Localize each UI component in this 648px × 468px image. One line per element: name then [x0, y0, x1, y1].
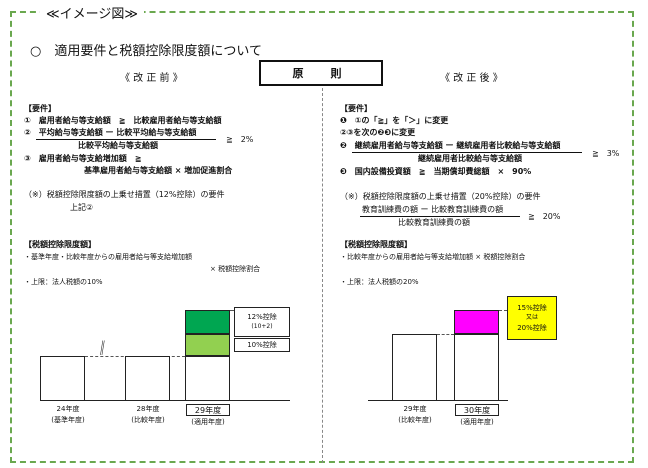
left-year-29-role: (適用年度) [191, 418, 225, 426]
left-bar-29-10pct [185, 334, 230, 356]
left-req2-fraction-line [36, 139, 216, 140]
right-req3-denominator: 継続雇用者比較給与等支給額 [418, 154, 522, 163]
right-req2: ②③を次の❷❸に変更 [340, 128, 416, 137]
left-limit1b: × 税額控除割合 [210, 265, 261, 273]
right-bar-30-base [454, 334, 499, 401]
left-year-28: 28年度 [136, 405, 160, 413]
left-limit1: ・基準年度・比較年度からの雇用者給与等支給増加額 [24, 253, 192, 261]
right-note-denominator: 比較教育訓練費の額 [398, 218, 470, 227]
left-year-24-role: (基準年度) [51, 416, 85, 424]
label-15-20pct: 15%控除 又は 20%控除 [507, 296, 557, 340]
right-note-fraction-line [360, 216, 520, 217]
left-label-guide-12 [230, 310, 234, 311]
left-bar-29-base [185, 356, 230, 401]
right-bar-29 [392, 334, 437, 401]
right-req-head: 【要件】 [340, 104, 372, 113]
left-req2-numerator: ② 平均給与等支給額 ー 比較平均給与等支給額 [24, 128, 197, 137]
right-year-30-box: 30年度 [455, 404, 499, 416]
right-req3-numerator: ❷ 継続雇用者給与等支給額 ー 継続雇用者比較給与等支給額 [340, 141, 561, 150]
frame-title: ≪イメージ図≫ [40, 3, 144, 22]
right-req1: ❶ ①の「≧」を「＞」に変更 [340, 116, 449, 125]
left-req1: ① 雇用者給与等支給額 ≧ 比較雇用者給与等支給額 [24, 116, 222, 125]
center-divider [322, 88, 323, 463]
label-or: 又は [525, 314, 538, 321]
gensoku-box: 原 則 [259, 60, 383, 86]
right-note-rhs: ≧ 20% [528, 212, 561, 221]
label-12pct-main: 12%控除 [247, 313, 277, 321]
label-20pct: 20%控除 [517, 324, 547, 332]
left-year-29-box: 29年度 [186, 404, 230, 416]
right-limit1: ・比較年度からの雇用者給与等支給増加額 × 税額控除割合 [340, 253, 526, 261]
right-bar-30-increase [454, 310, 499, 334]
right-chart-baseline [368, 400, 508, 401]
label-10pct-text: 10%控除 [247, 341, 277, 349]
right-year-30: 30年度 [463, 405, 491, 415]
left-year-29: 29年度 [194, 405, 222, 415]
right-limit-head: 【税額控除限度額】 [340, 240, 412, 249]
left-limit2: ・上限：法人税額の10% [24, 278, 103, 286]
left-note-a: （※）税額控除限度額の上乗せ措置（12%控除）の要件 [24, 190, 225, 199]
left-limit-head: 【税額控除限度額】 [24, 240, 96, 249]
right-req3-rhs: ≧ 3% [592, 149, 620, 158]
left-req2-rhs: ≧ 2% [226, 135, 254, 144]
right-req4: ❸ 国内設備投資額 ≧ 当期償却費総額 × 90% [340, 167, 532, 176]
right-note-a: （※）税額控除限度額の上乗せ措置（20%控除）の要件 [340, 192, 541, 201]
left-bar-28 [125, 356, 170, 401]
left-req2-denominator: 比較平均給与等支給額 [78, 141, 158, 150]
left-note-b: 上記② [70, 203, 94, 212]
axis-break-icon: ⫽ [100, 336, 105, 360]
right-year-29: 29年度 [403, 405, 427, 413]
left-year-28-role: (比較年度) [131, 416, 165, 424]
right-note-numerator: 教育訓練費の額 ー 比較教育訓練費の額 [362, 205, 504, 214]
right-limit2: ・上限：法人税額の20% [340, 278, 419, 286]
left-bar-24 [40, 356, 85, 401]
left-req-head: 【要件】 [24, 104, 56, 113]
left-title: 《 改 正 前 》 [120, 73, 183, 84]
right-label-guide [499, 310, 507, 311]
label-12pct: 12%控除 (10+2) [234, 307, 290, 337]
right-bar-29-guide [437, 334, 454, 335]
label-10pct: 10%控除 [234, 338, 290, 352]
left-req3a: ③ 雇用者給与等支給増加額 ≧ [24, 154, 142, 163]
right-year-30-role: (適用年度) [460, 418, 494, 426]
label-12pct-sub: (10+2) [251, 323, 273, 330]
label-15pct: 15%控除 [517, 304, 547, 312]
right-title: 《 改 正 後 》 [440, 73, 503, 84]
gensoku-label: 原 則 [292, 67, 350, 80]
section-heading: ○ 適用要件と税額控除限度額について [30, 44, 262, 59]
right-req3-fraction-line [352, 152, 582, 153]
left-bar-29-12pct [185, 310, 230, 334]
left-req3b: 基準雇用者給与等支給額 × 増加促進割合 [84, 166, 233, 175]
left-year-24: 24年度 [56, 405, 80, 413]
right-year-29-role: (比較年度) [398, 416, 432, 424]
